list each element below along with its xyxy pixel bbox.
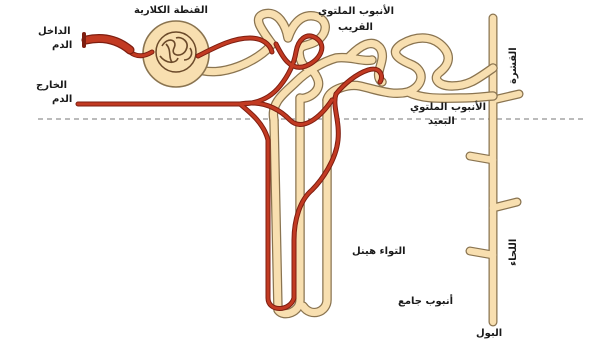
- label-collecting-tube: أنبوب جامع: [398, 296, 453, 307]
- label-cortex: القشرة: [508, 47, 519, 84]
- label-blood-out-2: الدم: [52, 94, 72, 105]
- label-proximal-2: القريب: [338, 22, 373, 33]
- label-urine: البول: [476, 328, 502, 339]
- label-proximal-1: الأنبوب الملتوي: [318, 6, 394, 17]
- label-blood-in-1: الداخل: [38, 26, 71, 37]
- label-blood-out-1: الخارج: [36, 80, 67, 91]
- label-glomerulus: القنطة الكلارية: [134, 5, 208, 16]
- label-distal-1: الأنبوب الملتوي: [410, 102, 486, 113]
- label-henle-loop: التواء هينل: [352, 246, 406, 257]
- label-distal-2: البعيد: [428, 116, 455, 127]
- label-blood-in-2: الدم: [52, 40, 72, 51]
- label-medulla: اللحاء: [508, 239, 519, 266]
